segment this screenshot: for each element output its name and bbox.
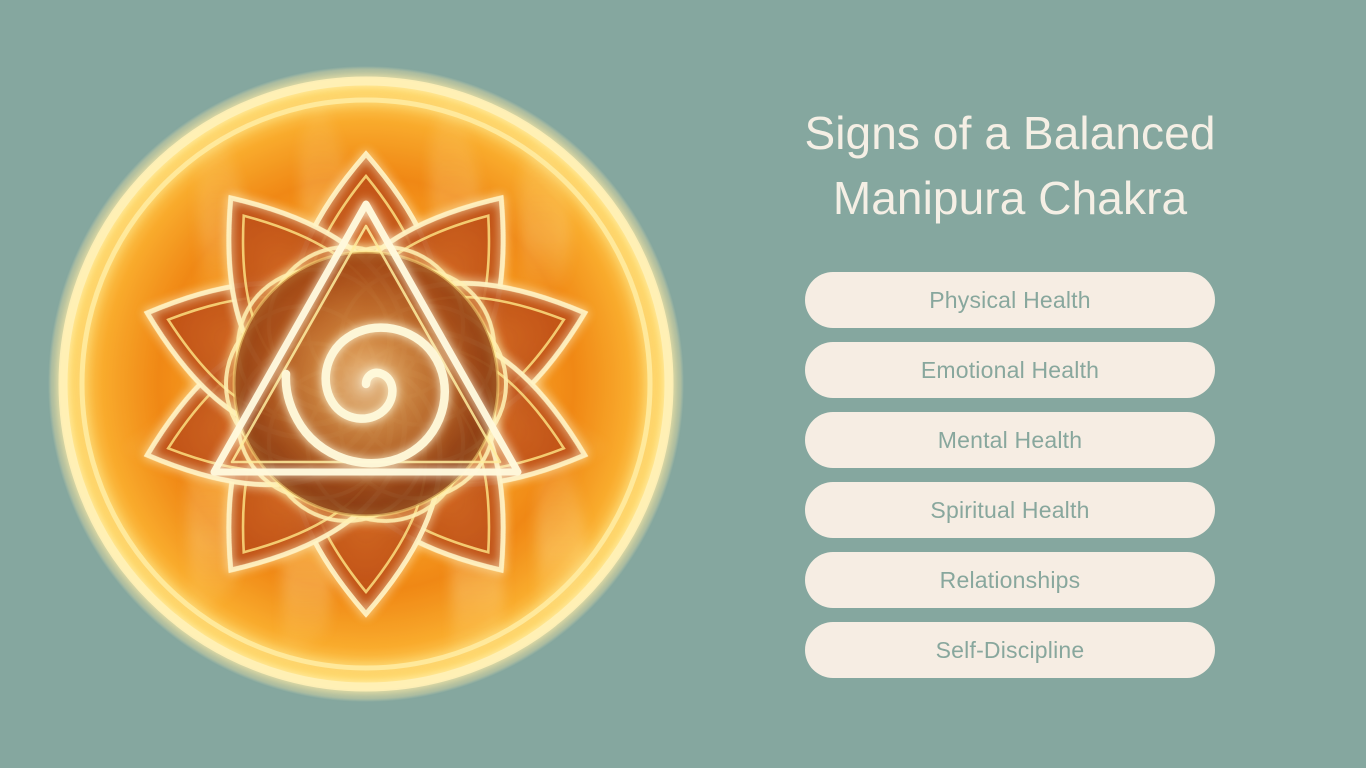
signs-list: Physical Health Emotional Health Mental … xyxy=(805,272,1215,678)
list-item-label: Self-Discipline xyxy=(935,636,1085,663)
list-item-label: Spiritual Health xyxy=(930,496,1090,523)
list-item[interactable]: Emotional Health xyxy=(805,342,1215,398)
list-item[interactable]: Self-Discipline xyxy=(805,622,1215,678)
list-item[interactable]: Relationships xyxy=(805,552,1215,608)
list-item[interactable]: Spiritual Health xyxy=(805,482,1215,538)
mandala-outer-ring xyxy=(58,76,674,692)
content-panel: Signs of a Balanced Manipura Chakra Phys… xyxy=(740,0,1366,768)
list-item-label: Physical Health xyxy=(929,286,1091,313)
mandala-illustration xyxy=(48,66,684,702)
manipura-chakra-mandala xyxy=(48,66,684,702)
page-title-line-2: Manipura Chakra xyxy=(832,172,1188,225)
page-title-line-1: Signs of a Balanced xyxy=(804,106,1216,159)
page-title: Signs of a Balanced Manipura Chakra xyxy=(740,101,1280,232)
list-item-label: Relationships xyxy=(939,566,1081,593)
mandala-disc xyxy=(60,78,672,690)
list-item-label: Mental Health xyxy=(937,426,1083,453)
list-item[interactable]: Physical Health xyxy=(805,272,1215,328)
list-item-label: Emotional Health xyxy=(920,356,1100,383)
chakra-artwork-panel xyxy=(48,66,684,702)
list-item[interactable]: Mental Health xyxy=(805,412,1215,468)
